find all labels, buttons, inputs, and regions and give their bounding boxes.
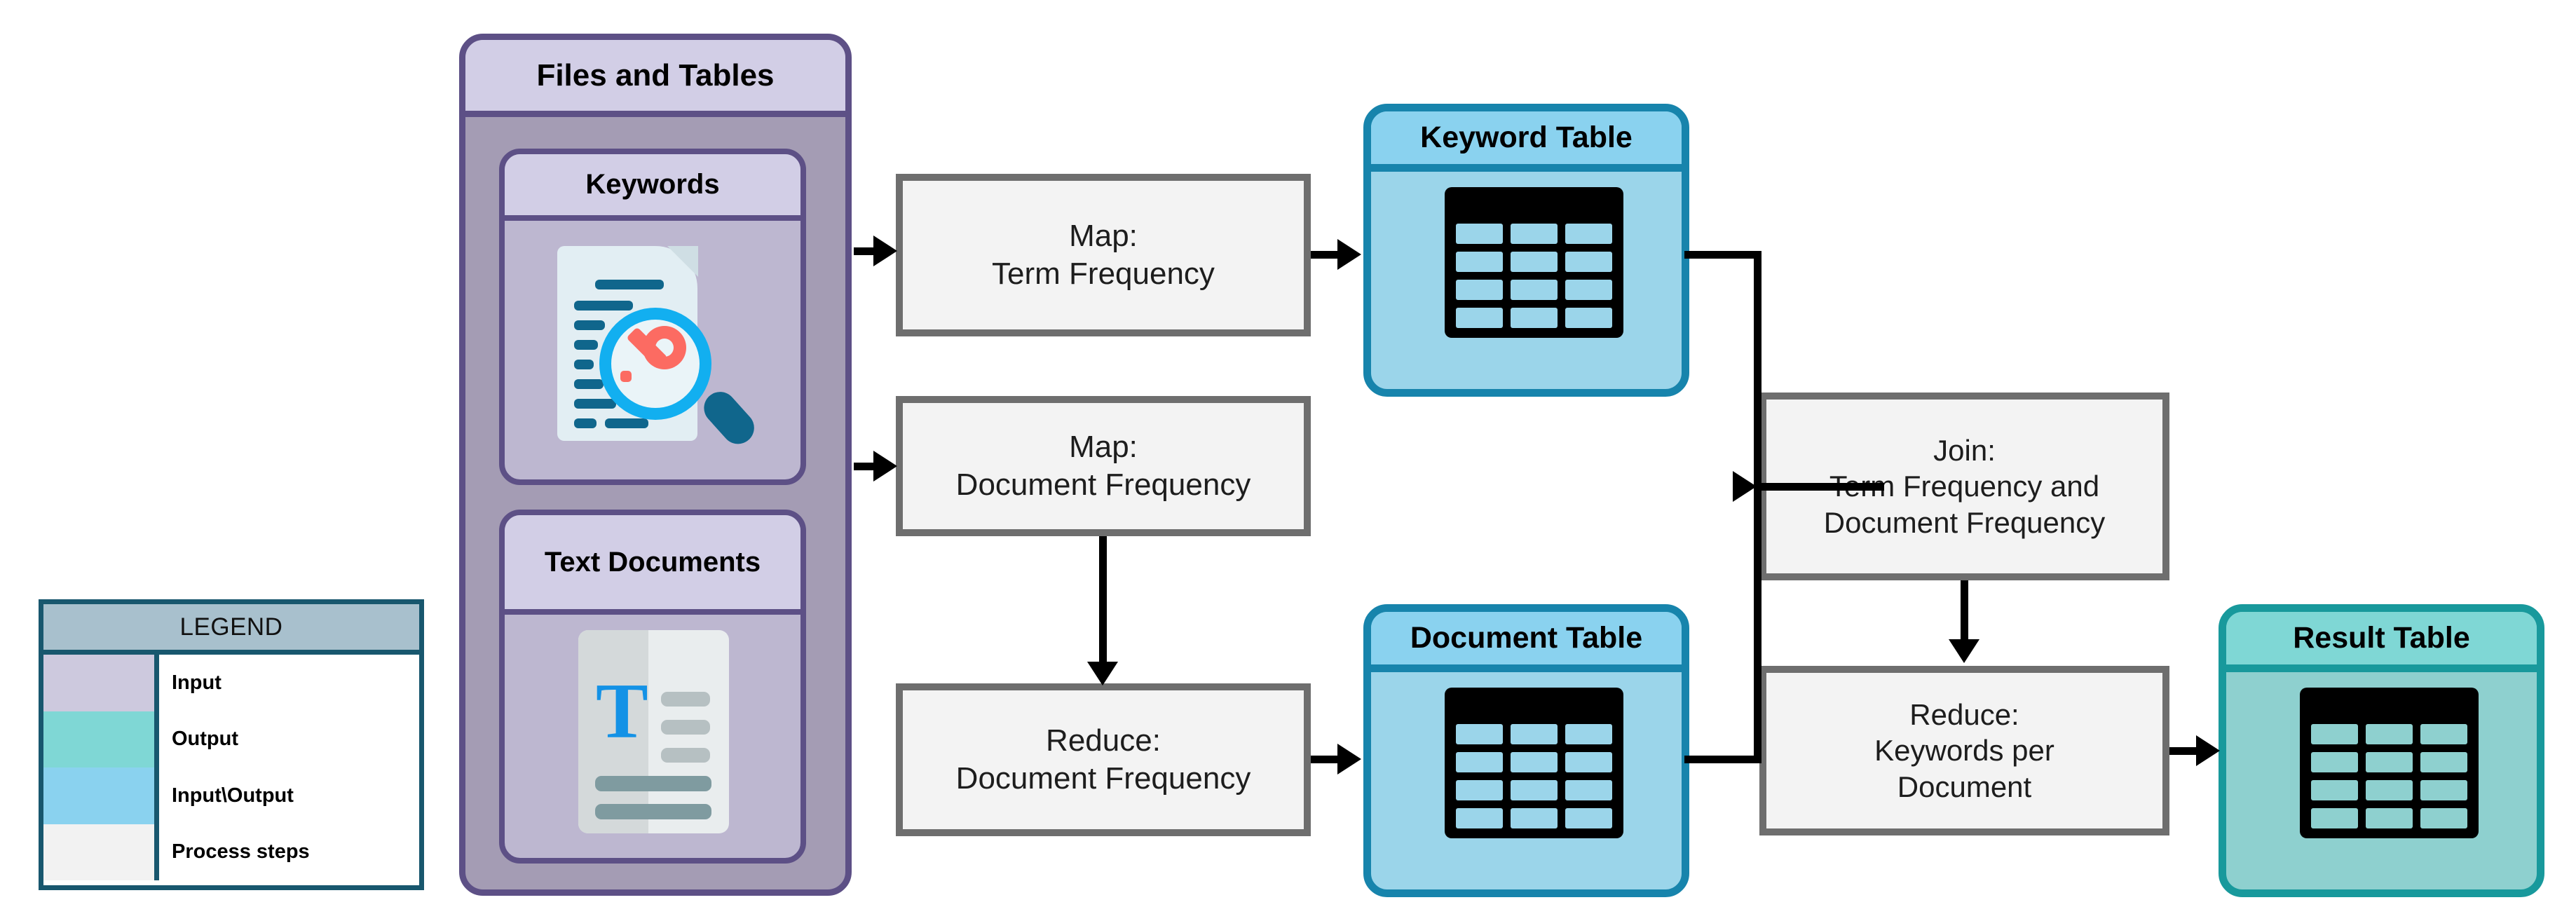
legend-swatch-output — [43, 711, 154, 768]
legend-rows: Input Output Input\Output Process steps — [43, 655, 419, 880]
keywords-body — [505, 221, 800, 474]
result-table-box: Result Table — [2219, 604, 2544, 897]
arrowhead-merge-to-join — [1733, 471, 1757, 502]
keyword-table-title: Keyword Table — [1371, 111, 1682, 172]
arrowhead-map-df-to-reduce-df — [1087, 662, 1118, 685]
connector-merge-to-join — [1754, 483, 1884, 491]
connector-reduce-df-to-document-table — [1311, 756, 1340, 763]
connector-join-to-reduce-kpd — [1961, 580, 1968, 643]
legend-label-input-output: Input\Output — [172, 784, 294, 807]
text-document-icon: T — [578, 630, 729, 833]
connector-files-to-map-df — [854, 463, 876, 470]
table-grid-icon — [1445, 688, 1623, 838]
legend: LEGEND Input Output Input\Output Process… — [39, 599, 424, 890]
connector-tables-merge-bus — [1754, 251, 1761, 763]
table-grid-icon — [2300, 688, 2479, 838]
text-documents-body: T — [505, 615, 800, 852]
files-and-tables-container: Files and Tables Keywords — [459, 34, 852, 896]
legend-label-input: Input — [172, 671, 222, 694]
arrowhead-join-to-reduce-kpd — [1949, 639, 1979, 663]
arrowhead-map-tf-to-keyword-table — [1337, 239, 1361, 270]
legend-label-process: Process steps — [172, 840, 310, 864]
connector-document-table-stub — [1684, 756, 1761, 763]
process-join-term-and-document-frequency[interactable]: Join: Term Frequency and Document Freque… — [1759, 393, 2169, 580]
process-reduce-document-frequency[interactable]: Reduce: Document Frequency — [896, 683, 1311, 836]
document-key-search-icon — [543, 240, 775, 451]
connector-keywords-to-map-tf — [854, 247, 876, 255]
legend-label-output: Output — [172, 728, 239, 751]
arrowhead-reduce-kpd-to-result-table — [2196, 735, 2220, 766]
result-table-title: Result Table — [2226, 612, 2537, 672]
keyword-table-body — [1371, 172, 1682, 381]
process-map-term-frequency[interactable]: Map: Term Frequency — [896, 174, 1311, 336]
connector-map-df-to-reduce-df — [1099, 536, 1107, 666]
legend-label-column: Input Output Input\Output Process steps — [159, 655, 419, 880]
document-table-body — [1371, 672, 1682, 882]
files-and-tables-title: Files and Tables — [465, 40, 845, 117]
text-documents-title: Text Documents — [505, 515, 800, 615]
legend-swatch-process — [43, 824, 154, 880]
process-reduce-keywords-per-document[interactable]: Reduce: Keywords per Document — [1759, 666, 2169, 835]
arrowhead-files-to-map-df — [873, 451, 897, 482]
arrowhead-keywords-to-map-tf — [873, 236, 897, 266]
process-map-document-frequency[interactable]: Map: Document Frequency — [896, 396, 1311, 536]
keywords-title: Keywords — [505, 154, 800, 221]
files-and-tables-body: Keywords — [465, 117, 845, 883]
text-documents-box: Text Documents T — [499, 510, 806, 864]
table-grid-icon — [1445, 187, 1623, 338]
document-table-box: Document Table — [1363, 604, 1689, 897]
connector-map-tf-to-keyword-table — [1311, 251, 1340, 259]
keywords-box: Keywords — [499, 149, 806, 485]
result-table-body — [2226, 672, 2537, 882]
connector-keyword-table-stub — [1684, 251, 1761, 259]
document-table-title: Document Table — [1371, 612, 1682, 672]
legend-swatch-input — [43, 655, 154, 711]
keyword-table-box: Keyword Table — [1363, 104, 1689, 397]
legend-swatch-input-output — [43, 768, 154, 824]
connector-reduce-kpd-to-result-table — [2169, 747, 2199, 755]
legend-swatch-column — [43, 655, 159, 880]
arrowhead-reduce-df-to-document-table — [1337, 744, 1361, 775]
legend-title: LEGEND — [43, 604, 419, 655]
